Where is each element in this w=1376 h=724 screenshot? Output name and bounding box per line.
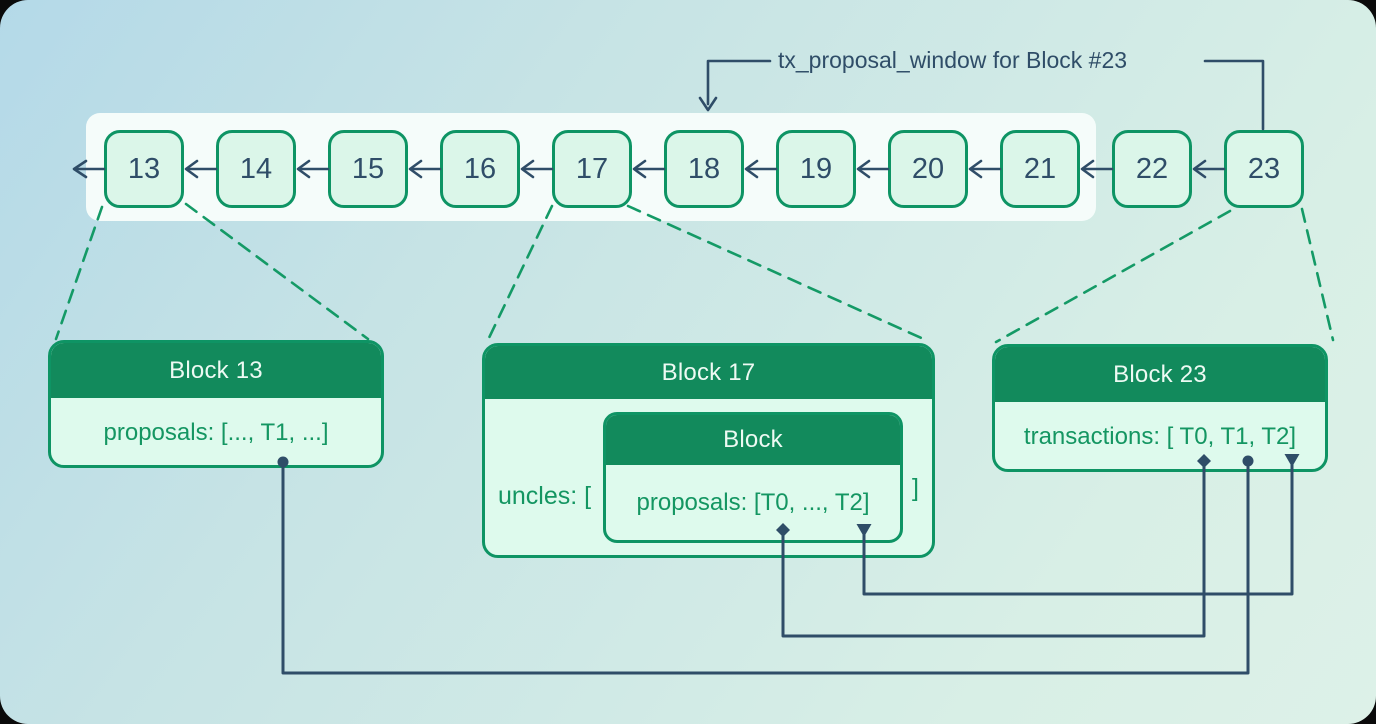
dashed-guides <box>54 202 1335 344</box>
chain-block-13: 13 <box>104 130 184 208</box>
uncles-list-prefix: uncles: [ <box>498 482 592 510</box>
card-uncle-block-title: Block <box>606 415 900 465</box>
card-block-13: Block 13 proposals: [..., T1, ...] <box>48 340 384 468</box>
card-block-13-proposals: proposals: [..., T1, ...] <box>103 419 329 446</box>
card-block-23: Block 23 transactions: [ T0, T1, T2] <box>992 344 1328 472</box>
card-block-13-title: Block 13 <box>51 343 381 398</box>
chain-block-20: 20 <box>888 130 968 208</box>
card-block-23-title: Block 23 <box>995 347 1325 402</box>
card-uncle-block-proposals: proposals: [T0, ..., T2] <box>636 488 870 516</box>
dashed-guide-block23-right <box>1300 207 1335 342</box>
dashed-guide-block23-left <box>994 209 1232 344</box>
chain-block-19: 19 <box>776 130 856 208</box>
dashed-guide-block13-right <box>184 202 370 341</box>
dashed-guide-block17-right <box>626 204 930 343</box>
chain-block-18: 18 <box>664 130 744 208</box>
dashed-guide-block13-left <box>54 205 104 341</box>
chain-block-16: 16 <box>440 130 520 208</box>
card-block-17-title: Block 17 <box>485 346 932 399</box>
label-connector-left <box>698 59 772 112</box>
card-block-17: Block 17 uncles: [ Block proposals: [T0,… <box>482 343 935 558</box>
label-connector-right <box>1203 59 1265 131</box>
tx-proposal-window-label: tx_proposal_window for Block #23 <box>778 47 1128 73</box>
chain-block-21: 21 <box>1000 130 1080 208</box>
dashed-guide-block17-left <box>486 204 554 342</box>
chain-block-15: 15 <box>328 130 408 208</box>
card-block-23-transactions: transactions: [ T0, T1, T2] <box>1023 423 1297 450</box>
chain-block-23: 23 <box>1224 130 1304 208</box>
uncles-list-suffix: ] <box>912 474 919 502</box>
chain-block-22: 22 <box>1112 130 1192 208</box>
chain-block-14: 14 <box>216 130 296 208</box>
chain-block-17: 17 <box>552 130 632 208</box>
card-uncle-block: Block proposals: [T0, ..., T2] <box>603 412 903 543</box>
